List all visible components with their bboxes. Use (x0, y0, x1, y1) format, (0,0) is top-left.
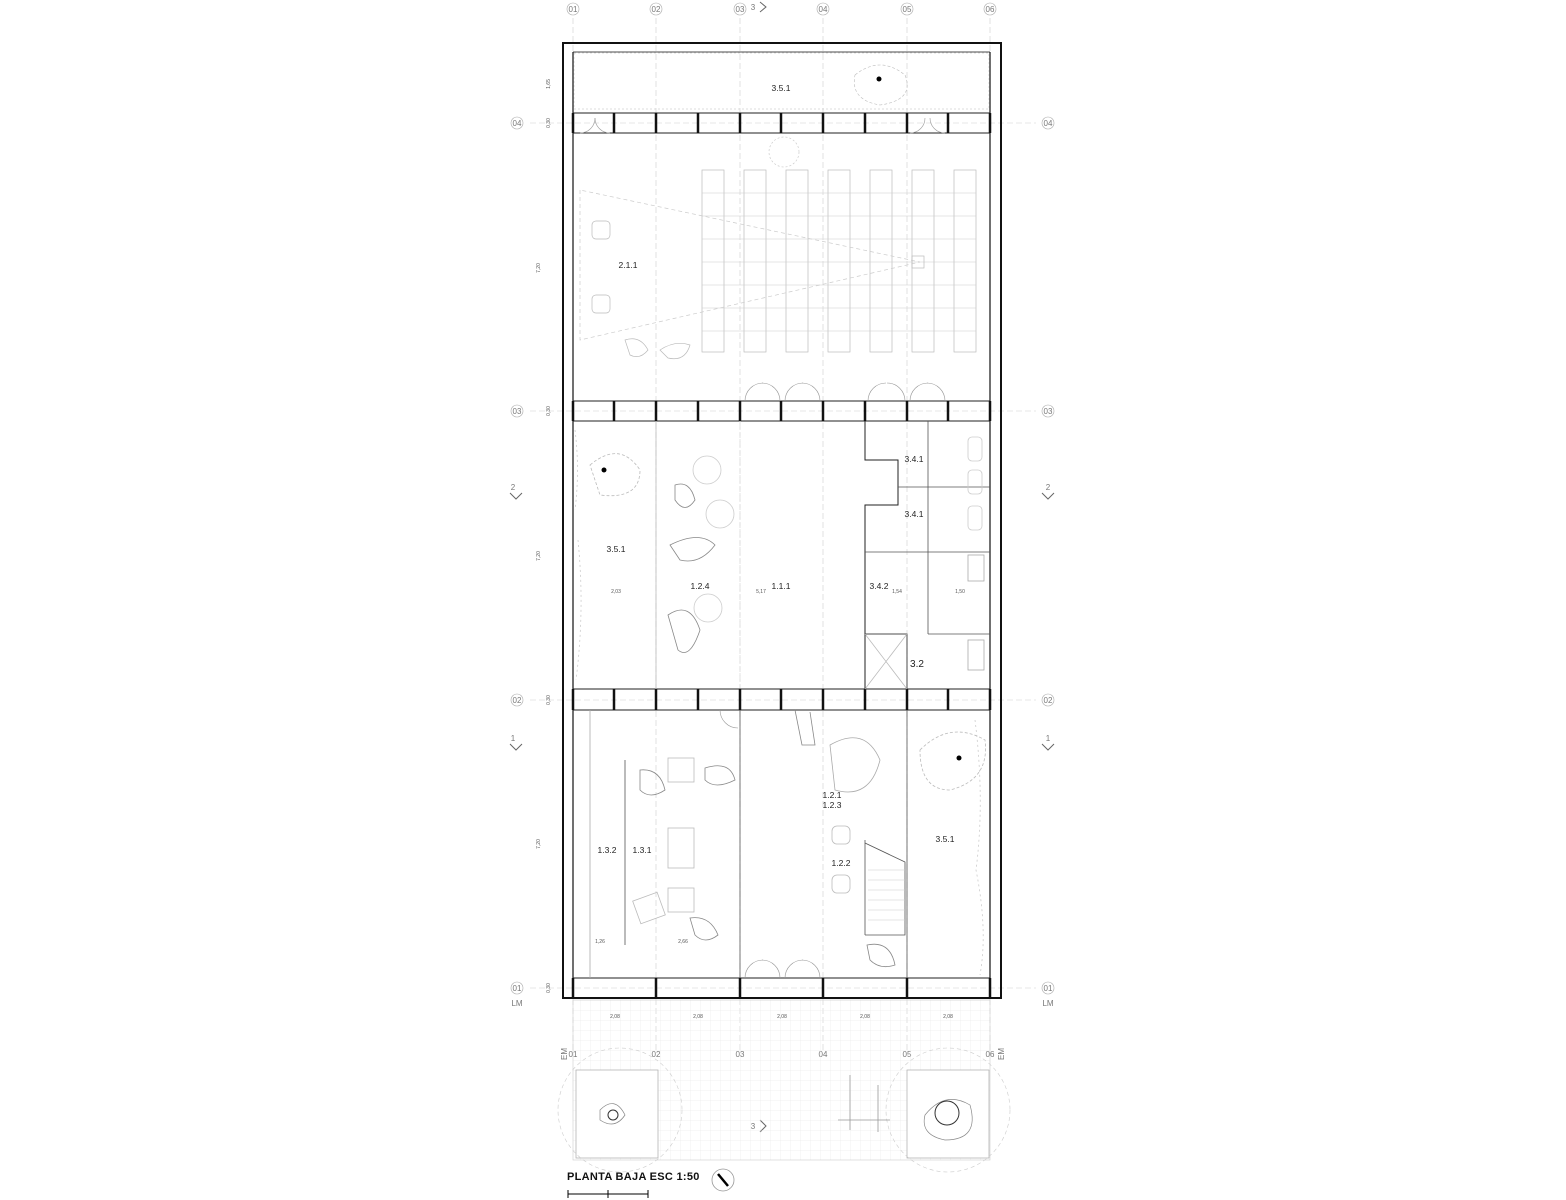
room-label-auditorium: 2.1.1 (619, 260, 638, 270)
room-labels: 3.5.1 2.1.1 3.5.1 1.2.4 1.1.1 3.4.1 3.4.… (598, 83, 955, 868)
section-mark-2-left: 2 (511, 483, 516, 492)
lower-band-interiors (589, 709, 986, 978)
room-label-office-a: 1.3.2 (598, 845, 617, 855)
window-mullions (571, 113, 992, 998)
scale-bar (567, 1190, 649, 1198)
svg-text:2,08: 2,08 (943, 1014, 953, 1020)
svg-text:7,20: 7,20 (536, 551, 542, 561)
svg-text:7,20: 7,20 (536, 839, 542, 849)
room-label-reception-a: 1.2.1 (823, 790, 842, 800)
room-label-right-garden: 3.5.1 (936, 834, 955, 844)
room-label-hall: 1.1.1 (772, 581, 791, 591)
lm-label-left: LM (511, 999, 522, 1008)
section-markers (509, 1, 1055, 1133)
svg-text:02: 02 (513, 696, 522, 705)
svg-text:7,20: 7,20 (536, 263, 542, 273)
grid-lines (530, 18, 1036, 1050)
svg-text:0,30: 0,30 (546, 695, 552, 705)
section-mark-1-left: 1 (511, 734, 516, 743)
em-label-left: EM (560, 1048, 569, 1060)
room-label-lounge: 1.2.4 (691, 581, 710, 591)
grid-label-04: 04 (819, 5, 828, 14)
front-garden (573, 52, 990, 110)
room-label-front-garden: 3.5.1 (772, 83, 791, 93)
svg-text:2,08: 2,08 (693, 1014, 703, 1020)
svg-text:0,30: 0,30 (546, 406, 552, 416)
svg-text:2,03: 2,03 (611, 589, 621, 595)
room-label-waiting: 1.2.2 (832, 858, 851, 868)
svg-text:0,30: 0,30 (546, 118, 552, 128)
exterior-walls (562, 42, 1002, 999)
lm-label-right: LM (1042, 999, 1053, 1008)
auditorium-seating (579, 136, 977, 360)
svg-text:01: 01 (1044, 984, 1053, 993)
svg-text:04: 04 (1044, 119, 1053, 128)
dimension-labels: 1,65 0,30 7,20 0,30 7,20 0,30 7,20 0,30 … (536, 79, 965, 1020)
middle-band-interiors (574, 421, 990, 690)
room-label-reception-b: 1.2.3 (823, 800, 842, 810)
svg-text:2,08: 2,08 (777, 1014, 787, 1020)
svg-text:5,17: 5,17 (756, 589, 766, 595)
svg-text:04: 04 (513, 119, 522, 128)
svg-text:1,50: 1,50 (955, 589, 965, 595)
tree-marker (601, 467, 607, 473)
section-mark-2-right: 2 (1046, 483, 1051, 492)
section-mark-3-top: 3 (751, 3, 756, 12)
door-swings (579, 117, 946, 979)
room-label-office-b: 1.3.1 (633, 845, 652, 855)
svg-text:02: 02 (1044, 696, 1053, 705)
svg-text:1,26: 1,26 (595, 939, 605, 945)
room-label-service: 3.2 (910, 659, 924, 670)
tree-marker (956, 755, 962, 761)
em-label-right: EM (997, 1048, 1006, 1060)
room-label-toilet-b: 3.4.1 (905, 509, 924, 519)
grid-label-02: 02 (652, 5, 661, 14)
north-arrow-icon (711, 1168, 735, 1192)
drawing-title: PLANTA BAJA ESC 1:50 (567, 1171, 700, 1183)
svg-text:01: 01 (513, 984, 522, 993)
room-label-left-garden: 3.5.1 (607, 544, 626, 554)
grid-label-03: 03 (736, 5, 745, 14)
svg-text:03: 03 (1044, 407, 1053, 416)
svg-text:2,08: 2,08 (860, 1014, 870, 1020)
svg-text:1,54: 1,54 (892, 589, 902, 595)
svg-text:2,66: 2,66 (678, 939, 688, 945)
grid-label-06: 06 (986, 5, 995, 14)
svg-text:03: 03 (513, 407, 522, 416)
svg-text:2,08: 2,08 (610, 1014, 620, 1020)
grid-label-05: 05 (903, 5, 912, 14)
section-mark-1-right: 1 (1046, 734, 1051, 743)
svg-text:1,65: 1,65 (546, 79, 552, 89)
sidewalk (557, 999, 1011, 1173)
room-label-toilet-a: 3.4.1 (905, 454, 924, 464)
grid-column-labels-top: 01 02 03 04 05 06 (566, 2, 997, 16)
room-label-toilet-c: 3.4.2 (870, 581, 889, 591)
grid-label-01: 01 (569, 5, 578, 14)
grid-row-labels: 04 04 03 03 02 02 01 01 LM LM (510, 116, 1055, 1008)
svg-text:0,30: 0,30 (546, 983, 552, 993)
